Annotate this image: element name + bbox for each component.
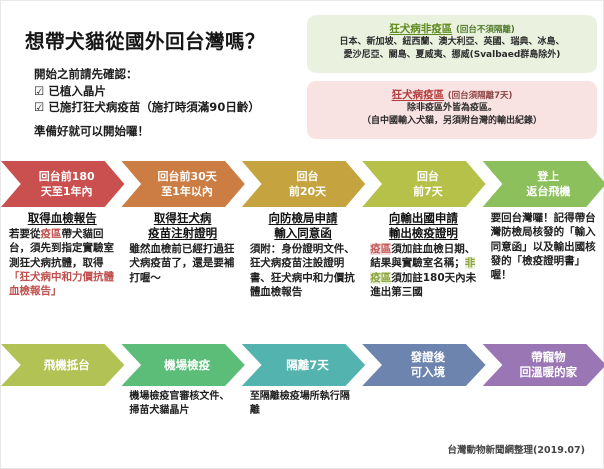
flow-step-2: 回台前30天 至1年以內 — [121, 161, 245, 207]
flow-step-label: 回台 前7天 — [413, 170, 443, 198]
info-box-line: （自中國輸入犬貓，另須附台灣的輸出紀錄） — [361, 116, 542, 126]
flow-step-3: 回台 前20天 — [241, 161, 366, 207]
flow-detail-body: 疫區須加註血檢日期、結果與實驗室名稱；非疫區須加註180天內未進出第三國 — [370, 243, 477, 298]
flow-detail-column-1: 取得血檢報告若要從疫區帶犬貓回台，須先到指定實驗室測狂犬病抗體，取得「狂犬病中和… — [1, 211, 121, 299]
flow-detail-column-3: 向防檢局申請輸入同意函須附：身份證明文件、狂犬病疫苗注設證明書、狂犬病中和力價抗… — [242, 211, 362, 299]
flow-step-label: 機場檢疫 — [164, 357, 211, 372]
flow-detail-body: 要回台灣囉！記得帶台灣防檢局核發的「輸入同意函」以及輸出國核發的「檢疫證明書」喔… — [490, 212, 596, 282]
flow-step-label: 隔離7天 — [286, 357, 329, 372]
flow-row-1-chevrons: 回台前180 天至1年內 回台前30天 至1年以內 回台 前20天 回台 前7天 登上 … — [1, 161, 604, 207]
info-box-note: (回台不須隔離) — [455, 25, 515, 35]
flow-detail-body: 機場檢疫官審核文件、掃苗犬貓晶片 — [129, 391, 230, 416]
checklist-item-microchip: ☑ 已植入晶片 — [34, 83, 106, 98]
flow-detail-column-5: 要回台灣囉！記得帶台灣防檢局核發的「輸入同意函」以及輸出國核發的「檢疫證明書」喔… — [483, 211, 603, 299]
flow-detail-heading: 向輸出國申請輸出檢疫證明 — [388, 211, 458, 240]
info-box-line: 日本、新加坡、紐西蘭、澳大利亞、英國、瑞典、冰島、 — [339, 37, 565, 47]
info-box-line: 除非疫區外皆為疫區。 — [406, 103, 497, 113]
ready-text: 準備好就可以開始囉！ — [34, 124, 149, 138]
flow-detail-column-4 — [362, 390, 482, 417]
flow-detail-column-2: 機場檢疫官審核文件、掃苗犬貓晶片 — [121, 390, 241, 417]
flow-detail-column-2: 取得狂犬病疫苗注射證明雖然血檢前已經打過狂犬病疫苗了，還是要補打喔～ — [121, 211, 241, 299]
footer-credit: 台灣動物新聞網整理(2019.07) — [447, 445, 585, 456]
flow-detail-column-4: 向輸出國申請輸出檢疫證明疫區須加註血檢日期、結果與實驗室名稱；非疫區須加註180… — [362, 211, 482, 299]
flow-detail-body: 至隔離檢疫場所執行隔離 — [249, 391, 350, 416]
flow-row-2-chevrons: 飛機抵台 機場檢疫 隔離7天 發證後 可入境 帶寵物 回溫暖的家 — [1, 344, 604, 386]
info-box-rabies-free: 狂犬病非疫區 (回台不須隔離) 日本、新加坡、紐西蘭、澳大利亞、英國、瑞典、冰島… — [307, 15, 597, 73]
flow-row-2-columns: 機場檢疫官審核文件、掃苗犬貓晶片至隔離檢疫場所執行隔離 — [1, 390, 603, 417]
flow-step-4: 發證後 可入境 — [362, 344, 486, 386]
flow-row-1-columns: 取得血檢報告若要從疫區帶犬貓回台，須先到指定實驗室測狂犬病抗體，取得「狂犬病中和… — [1, 211, 603, 299]
flow-step-label: 回台前180 天至1年內 — [38, 170, 95, 198]
info-box-label: 狂犬病非疫區 — [389, 23, 453, 35]
header-section: 想帶犬貓從國外回台灣嗎？ 開始之前請先確認： ☑ 已植入晶片 ☑ 已施打狂犬病疫… — [1, 1, 301, 151]
page-title: 想帶犬貓從國外回台灣嗎？ — [25, 30, 266, 53]
info-box-heading: 狂犬病非疫區 (回台不須隔離) — [307, 21, 597, 36]
flow-step-label: 回台前30天 至1年以內 — [157, 170, 217, 198]
info-box-heading: 狂犬病疫區 (回台須隔離7天) — [307, 87, 597, 102]
info-box-note: (回台須隔離7天) — [447, 91, 513, 101]
info-box-body: 除非疫區外皆為疫區。 （自中國輸入犬貓，另須附台灣的輸出紀錄） — [307, 102, 597, 128]
flow-detail-heading: 取得狂犬病疫苗注射證明 — [148, 211, 218, 240]
flow-step-5: 帶寵物 回溫暖的家 — [482, 344, 604, 386]
flow-step-label: 發證後 可入境 — [410, 350, 446, 379]
flow-step-5: 登上 返台飛機 — [482, 161, 604, 207]
flow-step-label: 飛機抵台 — [43, 357, 90, 372]
flow-detail-heading: 向防檢局申請輸入同意函 — [268, 211, 338, 240]
info-box-line: 愛沙尼亞、關島、夏威夷、挪威(Svalbaed群島除外) — [343, 50, 561, 60]
flow-step-label: 回台 前20天 — [288, 170, 327, 198]
info-box-rabies-zone: 狂犬病疫區 (回台須隔離7天) 除非疫區外皆為疫區。 （自中國輸入犬貓，另須附台… — [307, 81, 597, 139]
flow-detail-body: 雖然血檢前已經打過狂犬病疫苗了，還是要補打喔～ — [129, 243, 235, 284]
flow-step-label: 帶寵物 回溫暖的家 — [519, 350, 578, 379]
flow-detail-heading: 取得血檢報告 — [27, 211, 97, 225]
checklist-intro: 開始之前請先確認： — [34, 67, 138, 81]
flow-step-2: 機場檢疫 — [121, 344, 245, 386]
flow-detail-column-5 — [483, 390, 603, 417]
flow-step-label: 登上 返台飛機 — [526, 170, 571, 198]
flow-detail-body: 若要從疫區帶犬貓回台，須先到指定實驗室測狂犬病抗體，取得「狂犬病中和力價抗體血檢… — [9, 228, 114, 298]
flow-step-1: 回台前180 天至1年內 — [1, 161, 125, 207]
info-box-label: 狂犬病疫區 — [391, 89, 445, 101]
flow-detail-body: 須附：身份證明文件、狂犬病疫苗注設證明書、狂犬病中和力價抗體血檢報告 — [249, 243, 355, 298]
flow-step-4: 回台 前7天 — [362, 161, 486, 207]
flow-step-1: 飛機抵台 — [1, 344, 125, 386]
info-box-body: 日本、新加坡、紐西蘭、澳大利亞、英國、瑞典、冰島、 愛沙尼亞、關島、夏威夷、挪威… — [307, 36, 597, 62]
prerequisite-checklist: 開始之前請先確認： ☑ 已植入晶片 ☑ 已施打狂犬病疫苗（施打時須滿90日齡） — [34, 66, 260, 116]
checklist-item-vaccine: ☑ 已施打狂犬病疫苗（施打時須滿90日齡） — [34, 100, 260, 114]
flow-detail-column-1 — [1, 390, 121, 417]
flow-step-3: 隔離7天 — [241, 344, 366, 386]
flow-detail-column-3: 至隔離檢疫場所執行隔離 — [242, 390, 362, 417]
